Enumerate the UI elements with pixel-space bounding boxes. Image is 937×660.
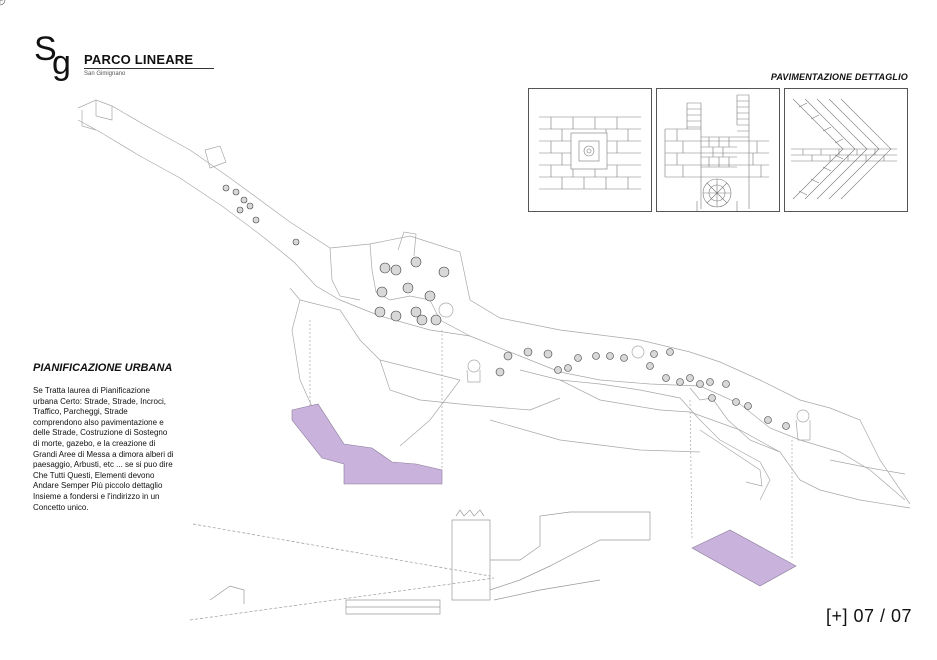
section-body: Se Tratta laurea di Pianificazione urban… bbox=[33, 386, 174, 512]
page-number: [+] 07 / 07 bbox=[825, 606, 912, 626]
paving-pattern-herringbone bbox=[791, 98, 897, 200]
logo-monogram-s: S bbox=[34, 30, 57, 68]
paving-pattern-grid bbox=[539, 116, 641, 190]
paving-detail-3 bbox=[784, 88, 908, 212]
logo-monogram-g: g bbox=[52, 44, 71, 82]
logo: S g PARCO LINEARE San Gimignano bbox=[34, 30, 234, 90]
section-title: PIANIFICAZIONE URBANA bbox=[33, 362, 173, 374]
logo-title: PARCO LINEARE bbox=[84, 52, 194, 67]
paving-pattern-drain bbox=[664, 94, 769, 211]
paving-detail-2 bbox=[656, 88, 780, 212]
highlight-areas bbox=[291, 403, 797, 587]
trees bbox=[0, 0, 6, 6]
logo-monogram-icon: S g bbox=[34, 30, 71, 82]
elevation-section bbox=[189, 509, 651, 621]
logo-subtitle: San Gimignano bbox=[84, 71, 126, 77]
paving-detail-title: PAVIMENTAZIONE DETTAGLIO bbox=[770, 72, 908, 82]
paving-detail-1 bbox=[528, 88, 652, 212]
logo-divider bbox=[84, 68, 214, 69]
